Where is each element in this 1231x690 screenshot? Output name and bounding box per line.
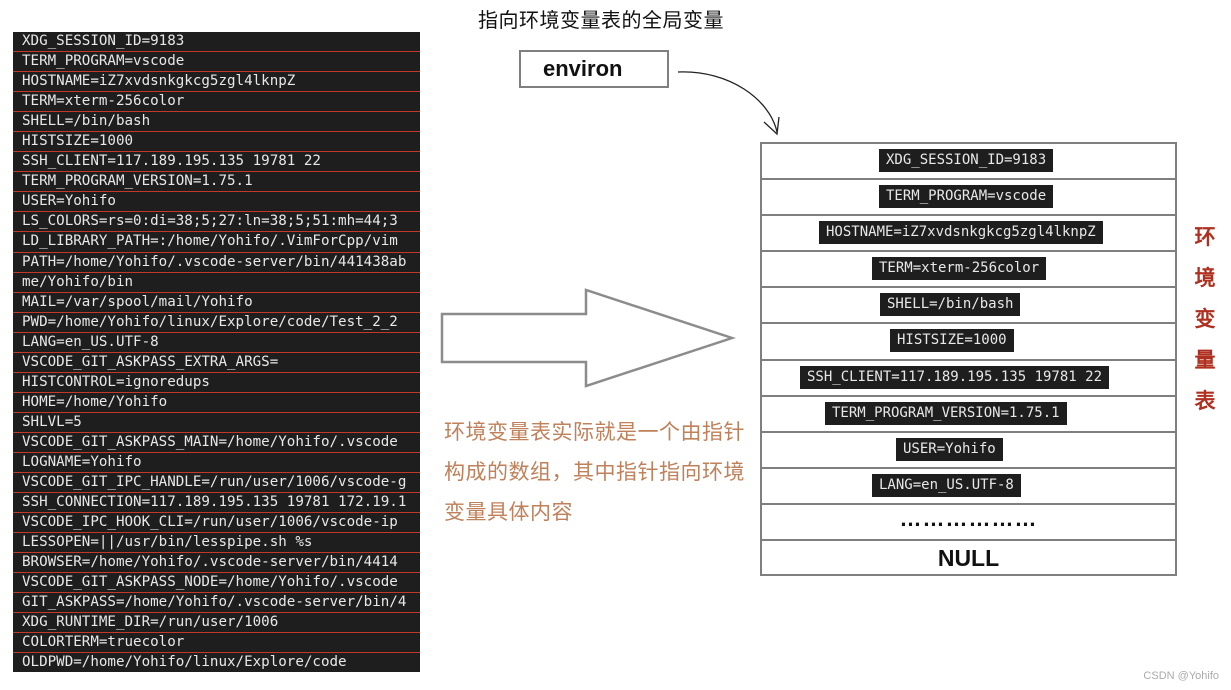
side-label-char: 环 — [1194, 225, 1216, 249]
terminal-line: OLDPWD=/home/Yohifo/linux/Explore/code — [13, 653, 420, 672]
environ-box: environ — [519, 50, 669, 88]
terminal-line: PWD=/home/Yohifo/linux/Explore/code/Test… — [13, 313, 420, 333]
terminal-line: LS_COLORS=rs=0:di=38;5;27:ln=38;5;51:mh=… — [13, 212, 420, 233]
table-entry: TERM_PROGRAM=vscode — [879, 185, 1054, 209]
terminal-line: TERM_PROGRAM=vscode — [13, 52, 420, 73]
terminal-line: LESSOPEN=||/usr/bin/lesspipe.sh %s — [13, 533, 420, 554]
caption-text: 环境变量表实际就是一个由指针构成的数组，其中指针指向环境变量具体内容 — [444, 420, 745, 524]
table-row-null: NULL — [762, 541, 1175, 577]
terminal-line: BROWSER=/home/Yohifo/.vscode-server/bin/… — [13, 553, 420, 574]
table-entry: SSH_CLIENT=117.189.195.135 19781 22 — [800, 365, 1110, 389]
table-row: SSH_CLIENT=117.189.195.135 19781 22 — [762, 361, 1175, 397]
terminal-line: VSCODE_GIT_ASKPASS_NODE=/home/Yohifo/.vs… — [13, 573, 420, 594]
terminal-line: TERM=xterm-256color — [13, 92, 420, 113]
terminal-line: TERM_PROGRAM_VERSION=1.75.1 — [13, 172, 420, 193]
terminal-line: XDG_RUNTIME_DIR=/run/user/1006 — [13, 613, 420, 634]
terminal-line: LANG=en_US.UTF-8 — [13, 333, 420, 353]
terminal-line: LOGNAME=Yohifo — [13, 453, 420, 474]
terminal-line: HISTSIZE=1000 — [13, 132, 420, 153]
table-row: HOSTNAME=iZ7xvdsnkgkcg5zgl4lknpZ — [762, 216, 1175, 253]
null-terminator: NULL — [937, 545, 1000, 572]
big-right-arrow — [440, 288, 737, 388]
terminal-line: HOME=/home/Yohifo — [13, 393, 420, 413]
table-entry: HISTSIZE=1000 — [890, 329, 1014, 353]
table-row: XDG_SESSION_ID=9183 — [762, 144, 1175, 181]
table-row: TERM_PROGRAM_VERSION=1.75.1 — [762, 397, 1175, 433]
table-row: SHELL=/bin/bash — [762, 288, 1175, 325]
side-label-char: 变 — [1194, 307, 1216, 331]
table-entry: SHELL=/bin/bash — [880, 293, 1021, 317]
terminal-line: GIT_ASKPASS=/home/Yohifo/.vscode-server/… — [13, 593, 420, 614]
table-entry: XDG_SESSION_ID=9183 — [879, 149, 1054, 172]
terminal-line: VSCODE_GIT_ASKPASS_EXTRA_ARGS= — [13, 353, 420, 373]
table-entry: USER=Yohifo — [896, 437, 1003, 461]
terminal-line: VSCODE_GIT_IPC_HANDLE=/run/user/1006/vsc… — [13, 473, 420, 494]
terminal-line: HOSTNAME=iZ7xvdsnkgkcg5zgl4lknpZ — [13, 72, 420, 93]
diagram-title: 指向环境变量表的全局变量 — [478, 8, 724, 32]
table-entry: TERM=xterm-256color — [872, 257, 1047, 281]
table-row: TERM_PROGRAM=vscode — [762, 180, 1175, 217]
terminal-line: SSH_CONNECTION=117.189.195.135 19781 172… — [13, 493, 420, 514]
table-entry: LANG=en_US.UTF-8 — [872, 473, 1021, 497]
side-label-char: 表 — [1194, 389, 1216, 413]
ellipsis-text: ……………… — [899, 505, 1038, 531]
terminal-line: VSCODE_IPC_HOOK_CLI=/run/user/1006/vscod… — [13, 513, 420, 534]
table-row: HISTSIZE=1000 — [762, 324, 1175, 361]
side-label: 环境变量表 — [1191, 217, 1219, 422]
terminal-line: USER=Yohifo — [13, 192, 420, 213]
side-label-char: 境 — [1194, 266, 1216, 290]
terminal-line: me/Yohifo/bin — [13, 273, 420, 293]
terminal-line: XDG_SESSION_ID=9183 — [13, 32, 420, 53]
terminal-line: VSCODE_GIT_ASKPASS_MAIN=/home/Yohifo/.vs… — [13, 433, 420, 453]
terminal-line: MAIL=/var/spool/mail/Yohifo — [13, 293, 420, 313]
table-entry: HOSTNAME=iZ7xvdsnkgkcg5zgl4lknpZ — [819, 221, 1103, 245]
terminal-line: LD_LIBRARY_PATH=:/home/Yohifo/.VimForCpp… — [13, 232, 420, 253]
terminal-line: SSH_CLIENT=117.189.195.135 19781 22 — [13, 152, 420, 173]
side-label-char: 量 — [1194, 348, 1216, 372]
terminal-line: PATH=/home/Yohifo/.vscode-server/bin/441… — [13, 253, 420, 273]
terminal-line: HISTCONTROL=ignoredups — [13, 373, 420, 393]
table-row: TERM=xterm-256color — [762, 252, 1175, 289]
table-row: LANG=en_US.UTF-8 — [762, 469, 1175, 505]
table-entry: TERM_PROGRAM_VERSION=1.75.1 — [825, 401, 1067, 425]
table-row: USER=Yohifo — [762, 433, 1175, 469]
watermark: CSDN @Yohifo — [1143, 670, 1219, 682]
terminal-line: SHELL=/bin/bash — [13, 112, 420, 133]
terminal-line: SHLVL=5 — [13, 413, 420, 433]
table-row-ellipsis: ……………… — [762, 505, 1175, 542]
terminal-line: COLORTERM=truecolor — [13, 633, 420, 654]
